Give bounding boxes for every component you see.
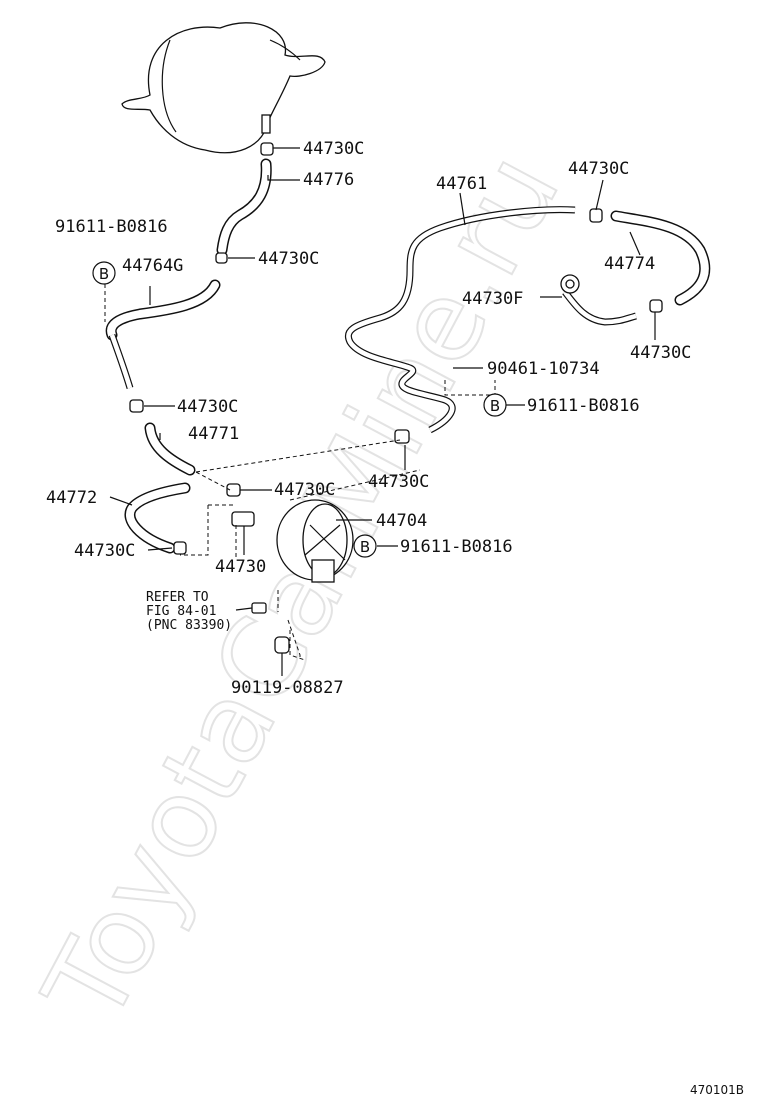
- label-44730c-center: 44730C: [274, 480, 335, 500]
- clamp-44730c-4: [129, 399, 144, 413]
- label-91611-left: 91611-B0816: [55, 217, 168, 237]
- label-44730c-bottom-left: 44730C: [74, 541, 135, 561]
- leader-lines: [109, 147, 656, 676]
- label-44776: 44776: [303, 170, 354, 190]
- clamp-44730c-1: [215, 252, 228, 264]
- svg-text:B: B: [490, 397, 500, 415]
- pipe-44761: [345, 206, 576, 434]
- label-44730c-top-right: 44730C: [568, 159, 629, 179]
- clamp-44730c-7: [173, 541, 187, 555]
- pipe-44730f: [560, 274, 637, 326]
- label-44772: 44772: [46, 488, 97, 508]
- svg-text:B: B: [360, 538, 370, 556]
- label-91611-center: 91611-B0816: [400, 537, 513, 557]
- clamp-44730c-2: [589, 208, 603, 223]
- svg-text:B: B: [99, 265, 109, 283]
- label-refer-line2: FIG 84-01: [146, 604, 216, 619]
- b-marker-left: B: [92, 261, 116, 285]
- label-44704: 44704: [376, 511, 427, 531]
- b-marker-right: B: [483, 393, 507, 417]
- label-44730c-left2: 44730C: [177, 397, 238, 417]
- clamp-44730c-3: [649, 299, 663, 313]
- label-44730f: 44730F: [462, 289, 523, 309]
- label-90461: 90461-10734: [487, 359, 600, 379]
- hose-44774: [610, 210, 711, 306]
- clamp-top: [260, 142, 274, 156]
- vacuum-canister-44704: [231, 499, 354, 654]
- label-refer-line3: (PNC 83390): [146, 618, 232, 633]
- label-44730: 44730: [215, 557, 266, 577]
- label-44774: 44774: [604, 254, 655, 274]
- hose-44771: [144, 422, 196, 476]
- b-marker-center: B: [353, 534, 377, 558]
- hose-44772: [124, 482, 191, 554]
- diagram-code: 470101B: [690, 1083, 744, 1097]
- label-91611-right: 91611-B0816: [527, 396, 640, 416]
- brake-booster-drawing: [121, 22, 326, 154]
- label-44764g: 44764G: [122, 256, 183, 276]
- clamp-44730c-5: [394, 429, 410, 444]
- label-44761: 44761: [436, 174, 487, 194]
- hose-44764g: [105, 279, 221, 390]
- label-44730c-mid-left: 44730C: [258, 249, 319, 269]
- label-90119: 90119-08827: [231, 678, 344, 698]
- label-44730c-right: 44730C: [630, 343, 691, 363]
- label-44730c-top: 44730C: [303, 139, 364, 159]
- reference-lines: [104, 270, 496, 661]
- hose-44776: [216, 158, 272, 256]
- label-refer-line1: REFER TO: [146, 590, 209, 605]
- label-44730c-center-right: 44730C: [368, 472, 429, 492]
- label-44771: 44771: [188, 424, 239, 444]
